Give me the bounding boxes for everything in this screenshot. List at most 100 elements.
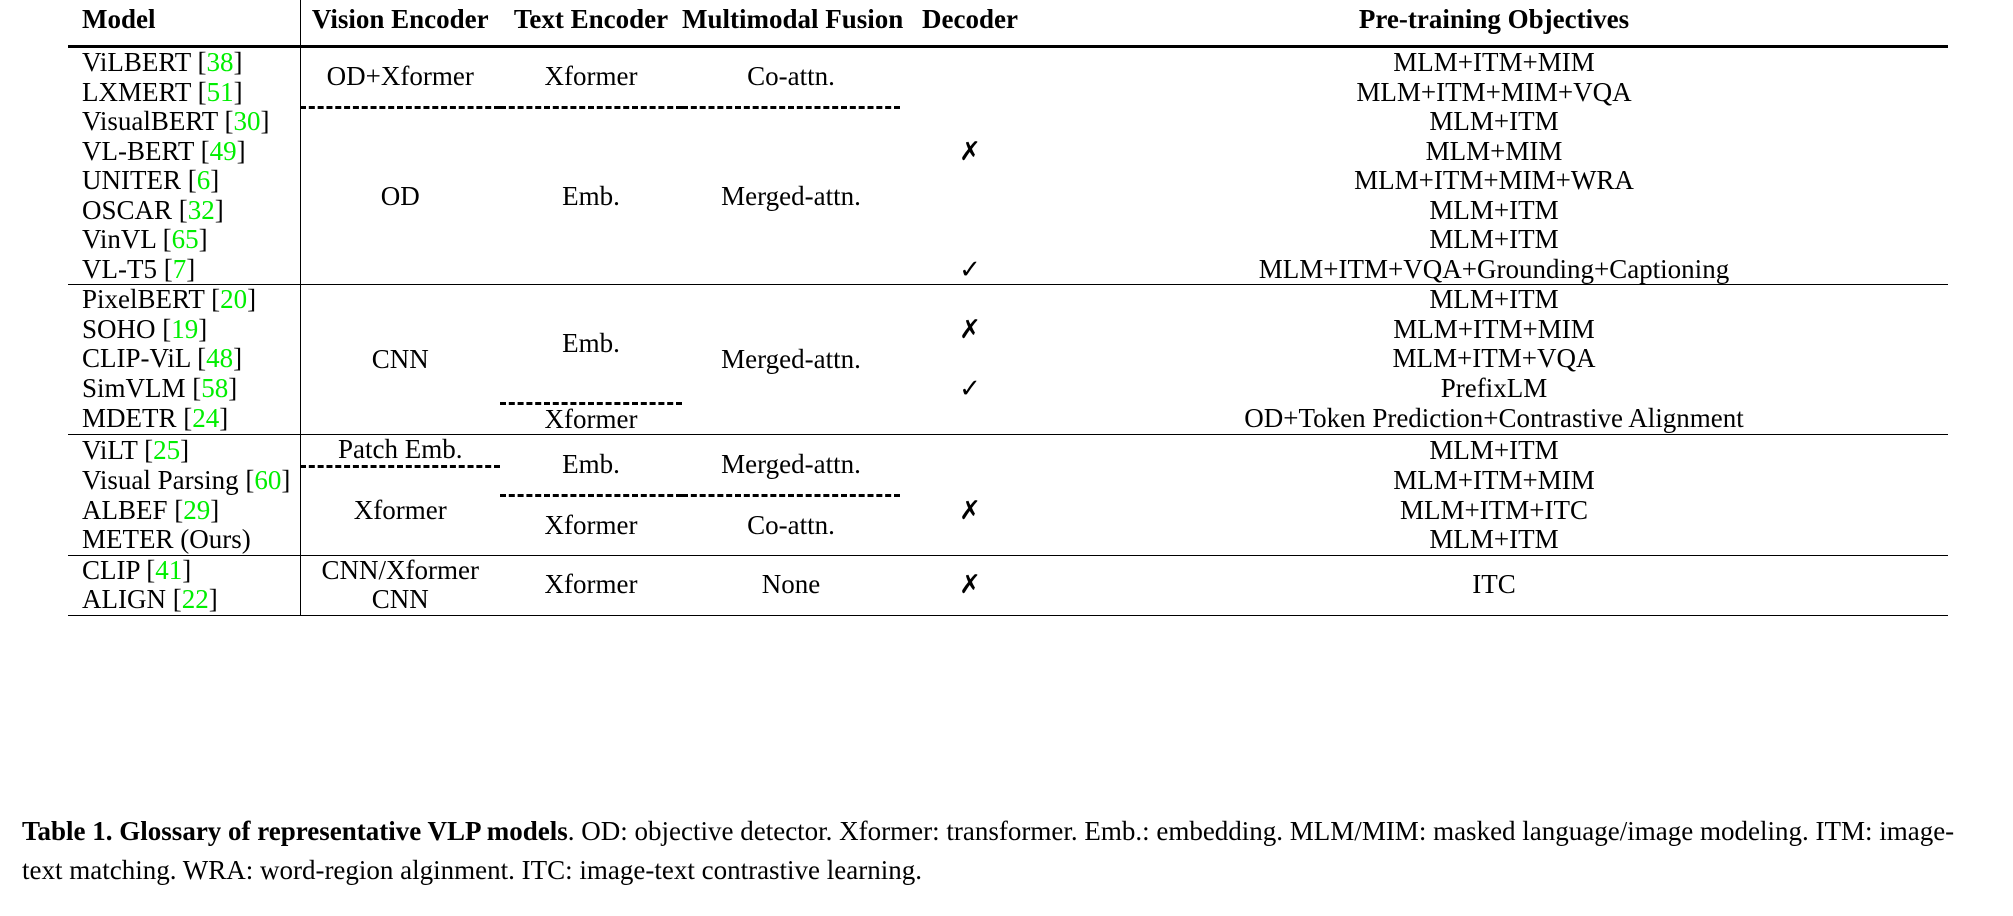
table-row: SimVLM [58] ✓ PrefixLM: [68, 372, 1948, 404]
citation-number[interactable]: 20: [220, 284, 248, 314]
cell-objectives: MLM+ITM: [1429, 284, 1559, 314]
citation-number[interactable]: 25: [153, 434, 181, 465]
cell-model: VL-T5 [7]: [68, 253, 301, 285]
cell-vision-encoder: OD+Xformer: [326, 61, 474, 91]
cell-vision-encoder: CNN/Xformer: [321, 554, 479, 585]
cell-model: ALBEF [29]: [68, 494, 301, 525]
citation-number[interactable]: 24: [192, 402, 220, 433]
cell-objectives: MLM+ITM: [1429, 106, 1559, 136]
cell-text-encoder: Xformer: [544, 61, 638, 91]
cell-objectives: MLM+ITM+MIM: [1393, 465, 1595, 495]
cell-model: ViLT [25]: [68, 434, 301, 466]
cell-decoder-empty: [900, 344, 1040, 374]
cell-model: OSCAR [32]: [68, 194, 301, 225]
cell-decoder-empty: [900, 78, 1040, 108]
cell-objectives: MLM+ITM+ITC: [1400, 494, 1588, 525]
cell-objectives: MLM+ITM: [1429, 524, 1559, 554]
table-row: VL-T5 [7]✓MLM+ITM+VQA+Grounding+Captioni…: [68, 253, 1948, 285]
table-row: VinVL [65]MLM+ITM: [68, 224, 1948, 255]
citation-number[interactable]: 32: [187, 194, 215, 225]
column-header-text-encoder: Text Encoder: [513, 4, 669, 34]
cell-objectives: MLM+ITM+MIM: [1393, 47, 1595, 77]
cell-decoder-cross: ✗: [900, 315, 1040, 345]
citation-number[interactable]: 29: [183, 494, 211, 525]
citation-number[interactable]: 65: [171, 224, 199, 254]
cell-model: SimVLM [58]: [68, 372, 301, 403]
model-name: VL-BERT: [82, 135, 194, 166]
cell-decoder-empty: [900, 525, 1040, 555]
cross-icon: ✗: [959, 136, 981, 167]
cell-decoder-empty: [900, 196, 1040, 226]
column-header-model: Model: [68, 0, 301, 47]
model-name: VinVL: [82, 224, 156, 254]
cell-decoder-empty: [900, 285, 1040, 315]
cell-objectives: MLM+MIM: [1425, 135, 1563, 166]
cell-text-encoder: Emb.: [562, 448, 620, 479]
cell-decoder-empty: [900, 466, 1040, 496]
glossary-table: Model Vision Encoder Text Encoder Multim…: [68, 0, 1948, 616]
cell-model: MDETR [24]: [68, 402, 301, 435]
cell-text-encoder: Emb.: [500, 105, 682, 285]
model-name: VisualBERT: [82, 106, 218, 136]
model-name: MDETR: [82, 402, 177, 433]
cross-icon: ✗: [959, 570, 981, 601]
cell-multimodal-fusion: Merged-attn.: [721, 343, 861, 374]
column-header-vision-encoder: Vision Encoder: [311, 4, 489, 34]
citation-number[interactable]: 30: [233, 106, 261, 136]
citation-number[interactable]: 48: [206, 343, 234, 373]
cell-vision-encoder: CNN: [371, 584, 429, 614]
model-name: CLIP-ViL: [82, 343, 191, 373]
cell-text-encoder: Xformer: [544, 569, 638, 600]
cell-objectives: MLM+ITM+MIM+WRA: [1354, 165, 1634, 195]
table-row: METER (Ours) MLM+ITM: [68, 524, 1948, 555]
table-row: UNITER [6]MLM+ITM+MIM+WRA: [68, 165, 1948, 196]
cell-objectives: MLM+ITM: [1429, 434, 1559, 465]
cell-model: METER (Ours): [68, 524, 301, 555]
cell-vision-encoder: Xformer: [300, 464, 500, 555]
citation-number[interactable]: 60: [254, 465, 282, 495]
cell-objectives: MLM+ITM+VQA: [1392, 343, 1596, 373]
cell-multimodal-fusion: Merged-attn.: [721, 448, 861, 479]
cell-model: Visual Parsing [60]: [68, 465, 301, 496]
cell-model: PixelBERT [20]: [68, 284, 301, 315]
caption-title: Glossary of representative VLP models: [119, 816, 568, 846]
cell-objectives: OD+Token Prediction+Contrastive Alignmen…: [1244, 402, 1744, 433]
cell-decoder-check: ✓: [900, 374, 1040, 404]
cross-icon: ✗: [959, 495, 981, 526]
cell-model: VisualBERT [30]: [68, 106, 301, 137]
cell-multimodal-fusion: Merged-attn.: [682, 105, 900, 285]
cell-decoder-cross: ✗: [900, 496, 1040, 526]
check-icon: ✓: [959, 254, 981, 285]
cell-text-encoder: Xformer: [500, 494, 682, 555]
cell-decoder-empty: [900, 435, 1040, 467]
citation-number[interactable]: 41: [155, 554, 183, 585]
citation-number[interactable]: 22: [181, 584, 209, 614]
citation-number[interactable]: 58: [201, 372, 229, 403]
cell-objectives: MLM+ITM+MIM: [1393, 313, 1595, 344]
citation-number[interactable]: 51: [206, 76, 234, 107]
figure-caption: Table 1. Glossary of representative VLP …: [22, 812, 1994, 890]
cell-decoder-empty: [900, 47, 1040, 78]
cell-objectives: MLM+ITM+MIM+VQA: [1356, 76, 1632, 107]
model-name: OSCAR: [82, 194, 173, 225]
cross-icon: ✗: [959, 314, 981, 345]
citation-number[interactable]: 6: [196, 165, 211, 195]
cell-model: SOHO [19]: [68, 313, 301, 344]
cell-objectives: PrefixLM: [1440, 372, 1548, 403]
column-header-pretraining-objectives: Pre-training Objectives: [1358, 4, 1630, 34]
model-name: VL-T5: [82, 253, 157, 284]
table-row: SOHO [19] ✗ MLM+ITM+MIM: [68, 313, 1948, 345]
cell-model: CLIP-ViL [48]: [68, 343, 301, 374]
citation-number[interactable]: 49: [209, 135, 237, 166]
table-header: Model Vision Encoder Text Encoder Multim…: [68, 0, 1948, 47]
cell-model: VinVL [65]: [68, 224, 301, 255]
model-name: CLIP: [82, 554, 140, 585]
citation-number[interactable]: 7: [172, 253, 187, 284]
citation-number[interactable]: 38: [206, 47, 234, 77]
citation-number[interactable]: 19: [171, 313, 199, 344]
cell-text-encoder: Xformer: [500, 401, 682, 435]
